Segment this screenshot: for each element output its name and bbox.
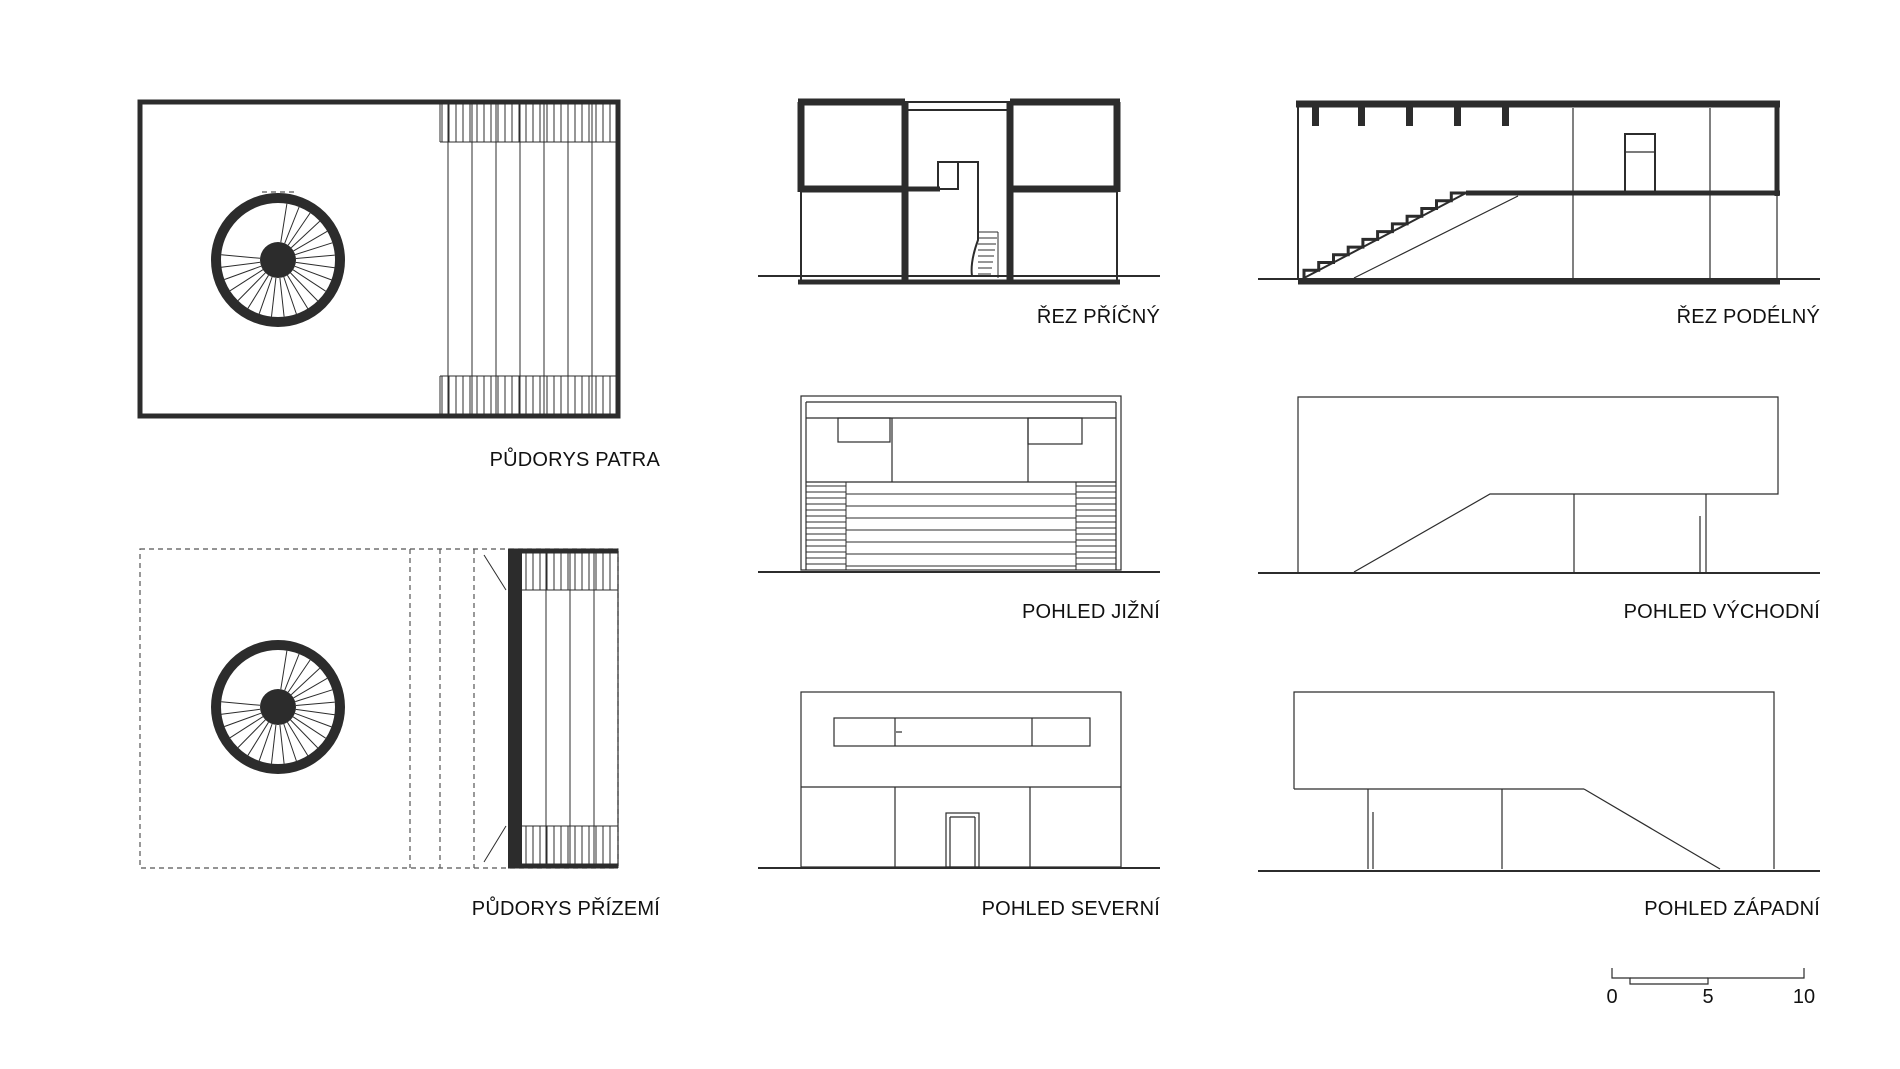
spiral-tread-line (283, 723, 297, 762)
section-stair-stringer (1303, 192, 1467, 279)
scale-label-10: 10 (1793, 986, 1815, 1008)
spiral-tread-line (221, 254, 261, 259)
ceiling-beam (1502, 104, 1509, 126)
spiral-tread-line (258, 276, 273, 314)
upper-plan-stair-ribs (439, 104, 617, 414)
longitudinal-section-beams (1312, 104, 1509, 126)
spiral-tread-line (295, 708, 335, 716)
spiral-tread-line (237, 272, 266, 301)
spiral-tread-line (271, 277, 277, 317)
spiral-tread-line (287, 212, 311, 246)
spiral-tread-line (284, 206, 300, 244)
spiral-tread-line (280, 650, 288, 690)
plan-tread-diag (483, 554, 507, 591)
spiral-tread-line (224, 265, 262, 280)
spiral-tread-line (271, 724, 277, 764)
spiral-tread-line (258, 723, 273, 761)
caption-south-elevation: POHLED JIŽNÍ (1022, 600, 1160, 623)
ceiling-beam (1454, 104, 1461, 126)
spiral-tread-line (221, 701, 261, 706)
caption-upper-floor-plan: PŮDORYS PATRA (490, 447, 661, 471)
caption-cross-section: ŘEZ PŘÍČNÝ (1037, 305, 1160, 328)
spiral-tread-line (247, 722, 269, 756)
spiral-tread-line (290, 719, 319, 749)
spiral-tread-line (283, 276, 297, 315)
ceiling-beam (1312, 104, 1319, 126)
spiral-tread-line (293, 677, 328, 699)
spiral-tread-line (221, 708, 261, 715)
longitudinal-section-drawing (1258, 100, 1820, 285)
upper-floor-plan (137, 99, 621, 419)
west-elevation-drawing (1258, 691, 1820, 872)
spiral-tread-line (280, 203, 288, 243)
upper-plan-spiral-stair (211, 191, 345, 327)
spiral-tread-line (279, 277, 285, 317)
spiral-tread-line (224, 712, 262, 727)
scale-label-0: 0 (1606, 986, 1617, 1008)
caption-west-elevation: POHLED ZÁPADNÍ (1644, 897, 1820, 920)
spiral-tread-line (247, 275, 269, 309)
east-elevation-drawing (1258, 396, 1820, 574)
ceiling-beam (1406, 104, 1413, 126)
spiral-tread-line (237, 719, 266, 748)
section-staircase-profile (1302, 191, 1466, 278)
ground-plan-stair-ribs (483, 553, 618, 864)
spiral-tread-line (221, 261, 261, 268)
ground-plan-wall (508, 549, 522, 868)
spiral-tread-line (295, 254, 335, 259)
ground-floor-plan (139, 548, 619, 869)
spiral-tread-line (286, 275, 309, 309)
spiral-tread-line (295, 689, 333, 703)
spiral-tread-line (292, 716, 326, 739)
scale-bar: 0 5 10 (1606, 968, 1815, 1008)
north-elevation-drawing (758, 691, 1160, 869)
spiral-tread-line (229, 716, 264, 739)
spiral-tread-line (294, 265, 332, 281)
spiral-tread-line (295, 242, 333, 256)
ground-plan-spiral-stair (211, 640, 345, 774)
ceiling-beam (1358, 104, 1365, 126)
spiral-tread-line (229, 269, 264, 292)
caption-north-elevation: POHLED SEVERNÍ (982, 897, 1161, 920)
spiral-tread-line (290, 220, 321, 249)
south-elevation-slats (806, 482, 1116, 570)
spiral-tread-line (292, 269, 326, 292)
south-elevation-drawing (758, 395, 1160, 573)
spiral-tread-line (290, 667, 321, 696)
longitudinal-section-stair (1302, 191, 1467, 279)
spiral-tread-line (290, 272, 319, 302)
caption-east-elevation: POHLED VÝCHODNÍ (1624, 600, 1821, 623)
spiral-tread-line (287, 659, 311, 693)
scale-label-5: 5 (1702, 986, 1713, 1008)
plan-tread-diag (483, 825, 507, 863)
spiral-tread-line (286, 722, 309, 756)
spiral-tread-line (279, 724, 285, 764)
spiral-tread-line (294, 712, 332, 728)
spiral-tread-line (293, 230, 328, 252)
ground-plan-overhang-outline (139, 548, 619, 869)
cross-section-drawing (758, 98, 1160, 285)
spiral-tread-line (295, 701, 335, 706)
upper-plan-outline (137, 99, 621, 419)
spiral-tread-line (295, 261, 335, 269)
spiral-tread-line (284, 653, 300, 691)
caption-ground-floor-plan: PŮDORYS PŘÍZEMÍ (472, 896, 660, 920)
caption-longitudinal-section: ŘEZ PODÉLNÝ (1677, 305, 1820, 328)
cross-section-stair-steps (978, 231, 999, 278)
